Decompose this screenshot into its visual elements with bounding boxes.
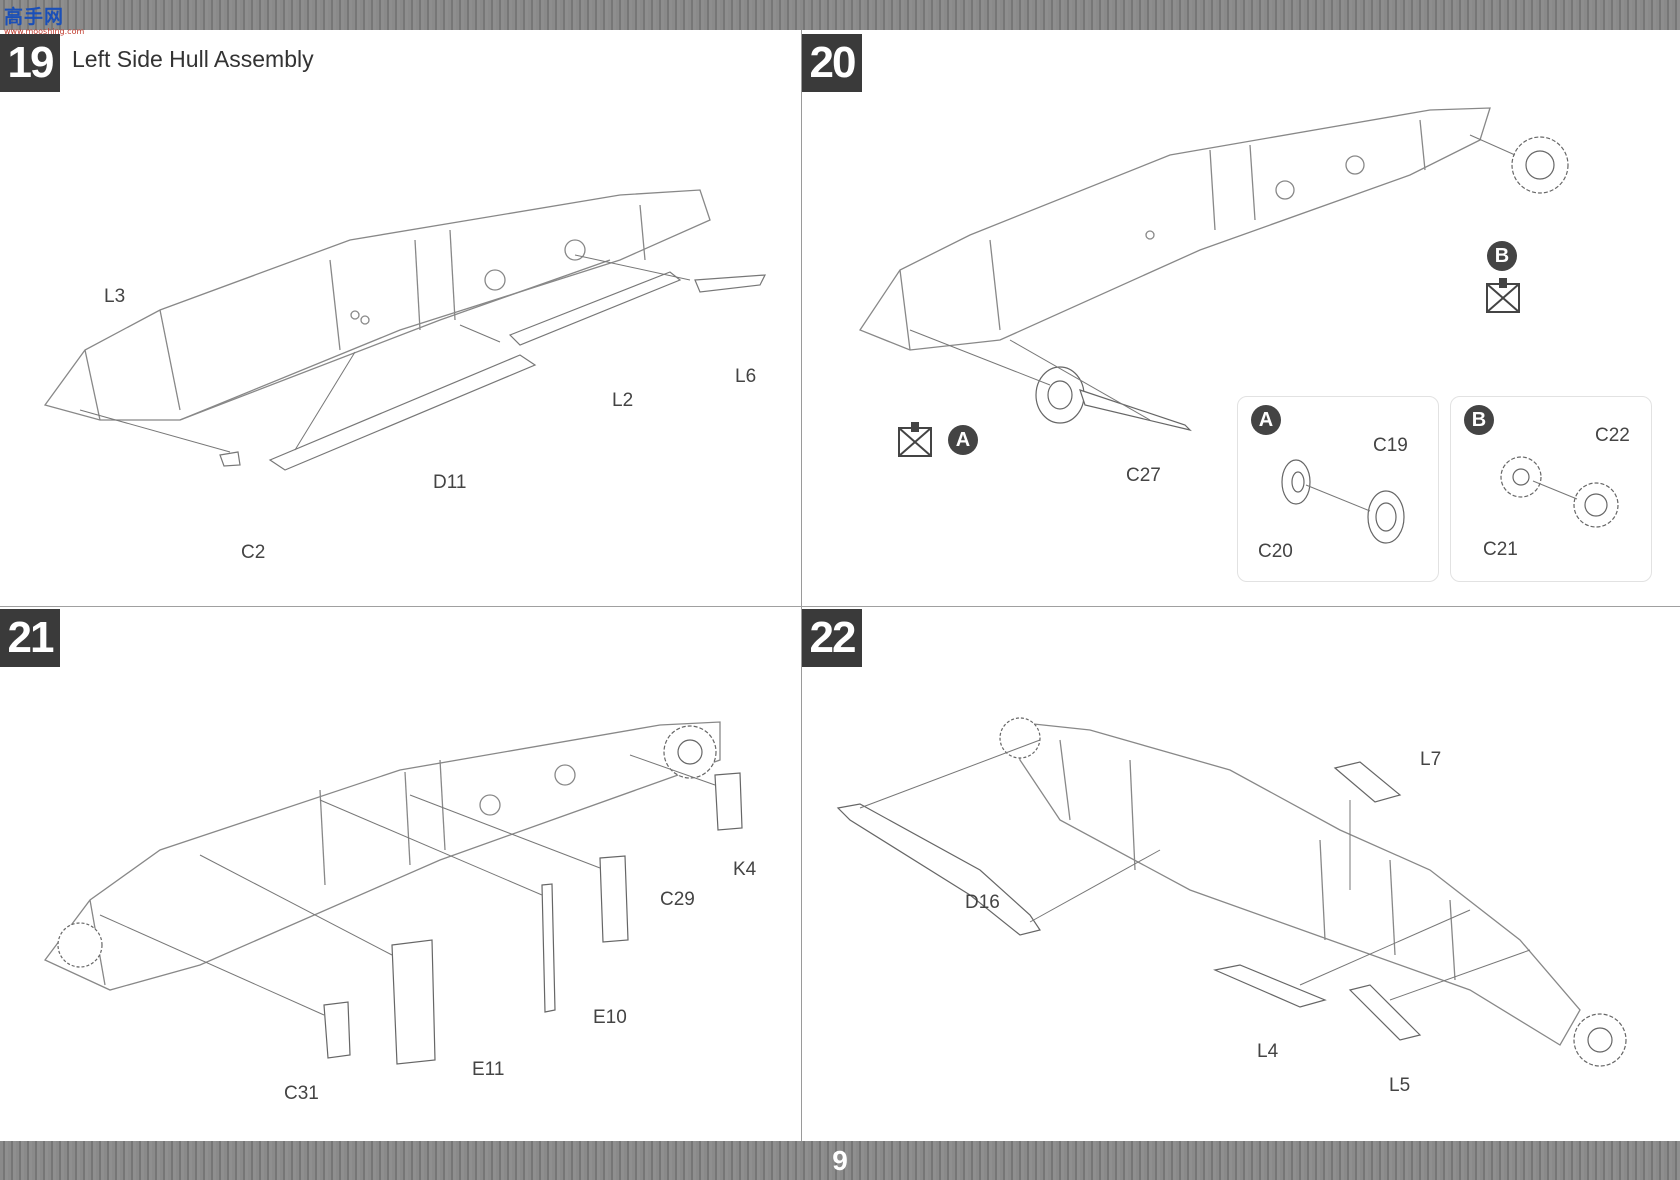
part-label-K4: K4 (733, 859, 757, 880)
part-label-L3: L3 (104, 286, 126, 307)
inset-subassembly-A: A C19 C20 (1237, 396, 1439, 582)
watermark-url: www.mooshing.com (4, 27, 85, 36)
step-22-number: 22 (802, 609, 862, 667)
step-19-title: Left Side Hull Assembly (72, 46, 314, 72)
part-label-E10: E10 (593, 1007, 627, 1028)
sprocket-wheel-icon (1511, 136, 1569, 194)
part-label-L5: L5 (1389, 1075, 1411, 1096)
subassembly-badge-A: A (948, 425, 978, 455)
part-label-E11: E11 (472, 1059, 505, 1080)
inset-B-sprocket-drawing (1500, 456, 1619, 528)
part-label-C20: C20 (1258, 541, 1293, 562)
subassembly-badge-B: B (1487, 241, 1517, 271)
inset-subassembly-B: B C22 C21 (1450, 396, 1652, 582)
part-label-C2: C2 (241, 542, 266, 563)
watermark-text: 高手网 (4, 6, 65, 28)
step-19-number: 19 (0, 34, 60, 92)
inset-A-wheel-drawing (1281, 459, 1405, 544)
top-border-band (0, 0, 1680, 30)
bottom-border-band (0, 1141, 1680, 1180)
inset-A-badge: A (1251, 405, 1281, 435)
part-label-L4: L4 (1257, 1041, 1279, 1062)
step-20-number: 20 (802, 34, 862, 92)
step-21-number: 21 (0, 609, 60, 667)
panel-divider-vertical (801, 30, 802, 1141)
part-label-L2: L2 (612, 390, 634, 411)
part-label-L6: L6 (735, 366, 757, 387)
inset-B-badge: B (1464, 405, 1494, 435)
part-label-D11: D11 (433, 472, 467, 493)
step-19-hull-drawing (43, 189, 767, 471)
part-label-C29: C29 (660, 889, 695, 910)
page-number: 9 (832, 1145, 848, 1176)
glue-cement-icon (898, 422, 932, 457)
part-label-D16: D16 (965, 892, 1000, 913)
part-label-C21: C21 (1483, 539, 1518, 560)
step-22-hull-drawing (836, 717, 1627, 1067)
panel-divider-horizontal (0, 606, 1680, 607)
part-label-C22: C22 (1595, 425, 1630, 446)
step-21-hull-drawing (43, 721, 743, 1065)
part-label-C31: C31 (284, 1083, 319, 1104)
part-label-C27: C27 (1126, 465, 1161, 486)
part-label-C19: C19 (1373, 435, 1408, 456)
step-20-hull-drawing (859, 107, 1569, 432)
glue-cement-icon (1486, 278, 1520, 313)
sprocket-wheel-icon (57, 725, 717, 968)
watermark-logo: 高手网 www.mooshing.com (4, 2, 85, 40)
part-label-L7: L7 (1420, 749, 1442, 770)
sprocket-wheel-icon (999, 717, 1627, 1067)
